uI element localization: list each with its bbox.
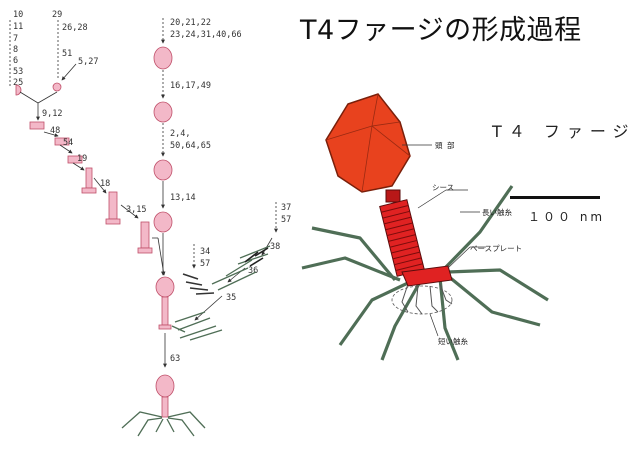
label-short-fiber: 短い触糸 [438, 336, 468, 346]
figure-stage: T4ファージの形成過程 T４ ファージ １００ nm 10 11 7 8 6 5… [9, 10, 629, 437]
arrow [194, 295, 223, 321]
gene-label: 34 [200, 247, 210, 257]
gene-label: 3,15 [126, 205, 146, 215]
gene-label: 9,12 [42, 109, 62, 119]
gene-label: 29 [52, 10, 62, 20]
long-tail-fibers [301, 185, 549, 361]
gene-label: 6 [13, 56, 18, 66]
gene-label: 25 [13, 78, 23, 88]
baseplate-part [29, 121, 45, 130]
gene-label: 53 [13, 67, 23, 77]
baseplate-wedge [15, 84, 22, 96]
arrow [43, 131, 59, 138]
structure-labels: 頭 部 シース 長い触糸 ベースプレート 短い触糸 [432, 140, 522, 346]
arrow [19, 91, 39, 104]
gene-label: 20,21,22 [170, 18, 211, 28]
baseplate-part [137, 247, 153, 254]
final-head [155, 374, 175, 398]
tail-sheath [161, 296, 169, 326]
baseplate-part [105, 218, 121, 225]
tail-sheath [140, 221, 150, 249]
head-stage [153, 159, 173, 181]
callout-lines [402, 144, 486, 337]
head-pathway: 20,21,22 23,24,31,40,66 16,17,49 2,4, 50… [121, 18, 242, 437]
baseplate-part [67, 155, 83, 164]
head-stage [153, 211, 173, 233]
gene-label: 48 [50, 126, 60, 136]
gene-label: 50,64,65 [170, 141, 211, 151]
gene-label: 63 [170, 354, 180, 364]
gene-label: 18 [100, 179, 110, 189]
tail-pins [244, 247, 269, 267]
baseplate-part [81, 187, 97, 194]
sheath-rings [381, 205, 423, 271]
gene-label: 10 [13, 10, 23, 20]
fiber-pathway: 34 57 37 57 38 36 35 [171, 202, 291, 341]
gene-label: 35 [226, 293, 236, 303]
fiber-halves [182, 273, 215, 295]
arrow [120, 204, 139, 219]
arrow [72, 162, 85, 171]
arrow [93, 177, 107, 194]
tail-sheath [108, 191, 118, 220]
gene-label: 37 [281, 203, 291, 213]
col1-gene-list: 10 11 7 8 6 53 25 [13, 10, 23, 88]
short-fiber-callout [391, 285, 453, 315]
label-long-fiber: 長い触糸 [482, 207, 512, 217]
gene-label: 13,14 [170, 193, 196, 203]
phage-baseplate [401, 265, 453, 287]
prohead [153, 46, 173, 70]
hub-part [52, 82, 62, 92]
fiber-bundle [171, 245, 271, 341]
phage-collar [385, 189, 401, 203]
arrow [37, 91, 58, 104]
gene-label: 5,27 [78, 57, 98, 67]
t4-phage-label: T４ ファージ [492, 122, 636, 141]
label-head: 頭 部 [435, 140, 455, 150]
arrow [59, 144, 73, 154]
phage-head [325, 93, 411, 193]
gene-label: 11 [13, 22, 23, 32]
gene-label: 2,4, [170, 129, 190, 139]
final-tail [161, 396, 169, 418]
gene-label: 54 [63, 138, 73, 148]
scale-label: １００ nm [528, 210, 606, 224]
gene-label: 57 [200, 259, 210, 269]
assembly-diagram: 10 11 7 8 6 53 25 29 26,28 51 5,27 9,12 [9, 10, 600, 437]
gene-label: 38 [270, 242, 280, 252]
label-sheath: シース [432, 183, 454, 192]
head-facets [325, 93, 411, 193]
baseplate-part [54, 137, 70, 146]
arrow [61, 63, 77, 81]
gene-label: 57 [281, 215, 291, 225]
gene-label: 19 [77, 154, 87, 164]
gene-label: 36 [248, 266, 258, 276]
figure-title: T4ファージの形成過程 [300, 15, 582, 46]
gene-label: 23,24,31,40,66 [170, 30, 242, 40]
tail-tube [85, 167, 93, 189]
gene-label: 8 [13, 45, 18, 55]
final-fibers [121, 411, 206, 437]
t4-phage-model: 頭 部 シース 長い触糸 ベースプレート 短い触糸 [301, 93, 600, 361]
gene-label: 26,28 [62, 23, 88, 33]
head-stage [153, 101, 173, 123]
gene-label: 16,17,49 [170, 81, 211, 91]
scale-bar [510, 196, 600, 199]
gene-label: 7 [13, 34, 18, 44]
head-stage [155, 276, 175, 298]
gene-label: 51 [62, 49, 72, 59]
baseplate-part [158, 324, 172, 330]
tail-pathway: 10 11 7 8 6 53 25 29 26,28 51 5,27 9,12 [9, 10, 166, 276]
label-baseplate: ベースプレート [470, 244, 522, 253]
